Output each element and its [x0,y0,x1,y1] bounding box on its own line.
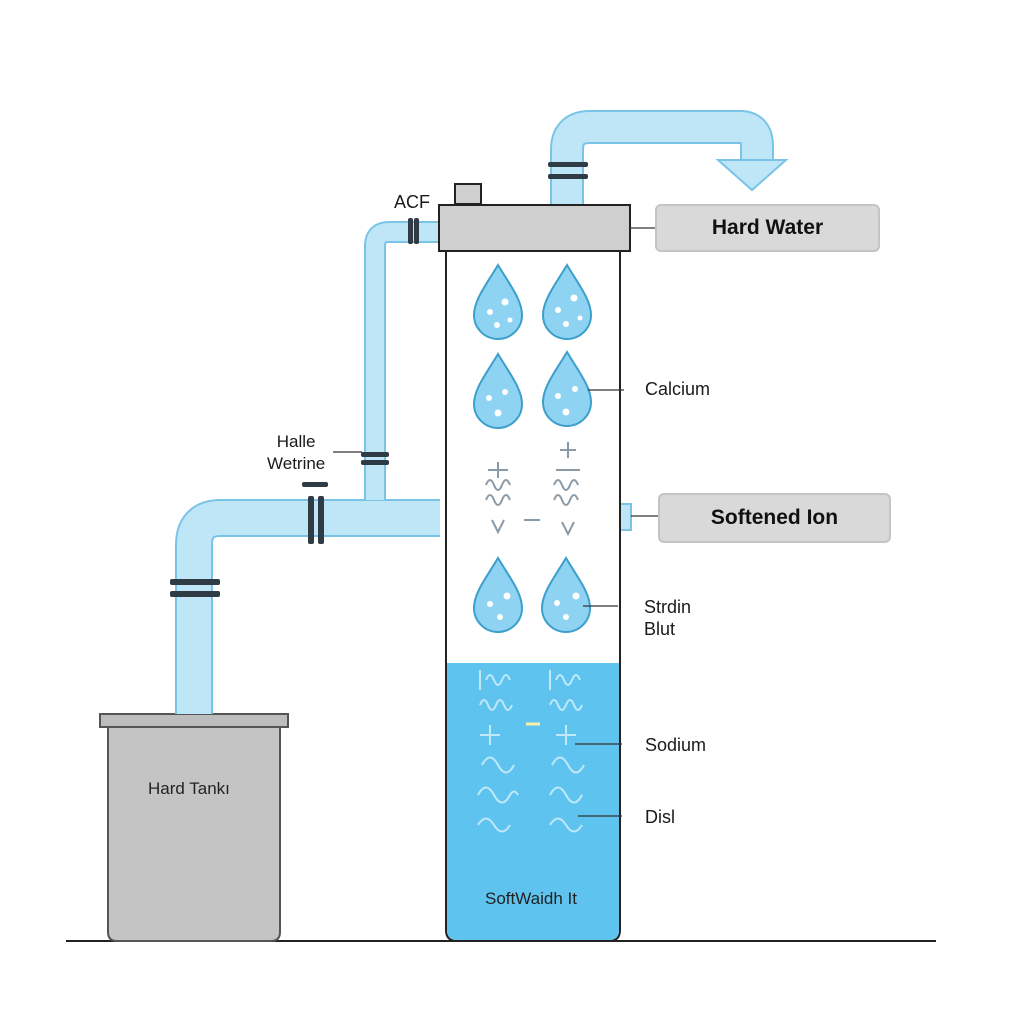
calcium-label: Calcium [645,379,711,399]
acf-label: ACF [394,192,430,212]
water-drop-icon [472,263,524,340]
softened-ion-callout: Softened Ion [658,493,891,543]
strdin-label-line2: Blut [644,619,676,639]
column-cap [438,183,631,252]
inlet-pipe [175,499,440,714]
hard-tank [99,713,289,942]
strdin-label-line1: Strdin [644,597,692,617]
arrow-down-icon [715,159,789,192]
sodium-label: Sodium [645,735,707,755]
outlet-pipe [550,110,789,204]
hard-tank-label: Hard Tankı [148,779,230,798]
water-drop-icon [472,556,524,633]
ion-exchange-symbols-upper [485,442,580,537]
leader-lines [333,227,658,817]
water-drop-icon [540,556,592,633]
column-bottom-label: SoftWaidh It [485,889,577,908]
riser-pipe [364,221,440,500]
hard-water-drops [472,263,593,633]
hard-water-callout: Hard Water [655,204,880,252]
valve-label: Halle Wetrine [267,431,325,475]
valve-label-line1: Halle [276,432,316,451]
softener-column [445,249,621,942]
water-drop-icon [472,352,524,429]
valve-label-line2: Wetrine [267,454,326,473]
water-drop-icon [541,263,593,340]
ion-exchange-symbols-lower [477,670,585,833]
strdin-label: Strdin Blut [644,596,691,640]
disl-label: Disl [645,807,675,827]
